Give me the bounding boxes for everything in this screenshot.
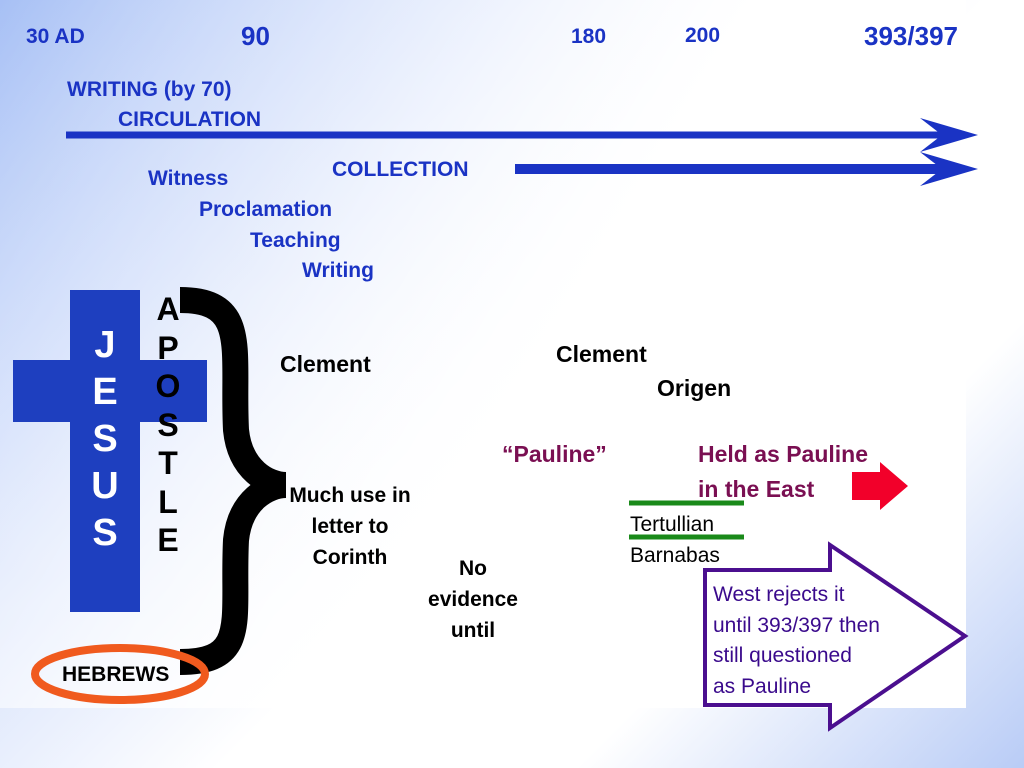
- jesus-letter: E: [92, 371, 118, 413]
- tertullian-label: Tertullian: [630, 513, 715, 536]
- year-180: 180: [571, 25, 607, 48]
- apostle-brace: [179, 287, 288, 675]
- barnabas-label: Barnabas: [630, 544, 720, 567]
- apostle-letter: T: [158, 445, 178, 481]
- apostle-letter: L: [158, 483, 178, 520]
- west-arrow: [703, 541, 969, 732]
- west-line: West rejects it: [713, 583, 845, 606]
- west-line: still questioned: [713, 644, 852, 667]
- no-evidence-note: No evidence until: [408, 553, 538, 646]
- much-use-line: Corinth: [312, 546, 388, 569]
- collection-label: COLLECTION: [332, 158, 469, 181]
- writing-label: WRITING (by 70): [67, 78, 232, 101]
- apostle-letter: A: [156, 291, 180, 327]
- clement-first: Clement: [280, 351, 371, 377]
- much-use-line: letter to: [311, 515, 389, 538]
- apostle-letter: O: [155, 368, 181, 404]
- origen-label: Origen: [657, 375, 732, 401]
- east-arrow: [852, 462, 908, 510]
- west-rejects-note: West rejects it until 393/397 then still…: [713, 580, 933, 702]
- west-line: as Pauline: [713, 674, 812, 698]
- jesus-letter: S: [92, 418, 118, 460]
- no-evidence-line: evidence: [428, 588, 518, 611]
- year-200: 200: [685, 24, 721, 47]
- proclamation-label: Proclamation: [199, 198, 333, 221]
- jesus-letter: U: [91, 465, 119, 507]
- writing-stage-label: Writing: [302, 259, 374, 282]
- apostle-letters: A P O S T L E: [150, 290, 186, 560]
- clement-second: Clement: [556, 341, 647, 367]
- no-evidence-line: No: [459, 557, 487, 580]
- in-the-east-line: in the East: [698, 476, 815, 502]
- year-90: 90: [241, 21, 270, 51]
- apostle-letter: S: [157, 406, 179, 443]
- witness-label: Witness: [148, 167, 229, 190]
- circulation-label: CIRCULATION: [118, 108, 262, 131]
- hebrews-ring: [31, 644, 209, 704]
- held-pauline-line: Held as Pauline: [698, 441, 869, 467]
- jesus-letters: J E S U S: [70, 322, 140, 557]
- jesus-cross: [13, 290, 207, 612]
- jesus-letter: J: [94, 324, 116, 366]
- no-evidence-line: until: [450, 619, 496, 642]
- collection-arrow: [515, 152, 978, 186]
- year-30-ad: 30 AD: [26, 25, 85, 48]
- circulation-arrow: [66, 118, 978, 152]
- teaching-label: Teaching: [250, 229, 341, 252]
- much-use-note: Much use in letter to Corinth: [270, 480, 430, 573]
- west-line: until 393/397 then: [713, 613, 880, 637]
- apostle-letter: P: [157, 329, 179, 366]
- pauline-label: “Pauline”: [502, 441, 607, 467]
- much-use-line: Much use in: [289, 484, 411, 507]
- jesus-letter: S: [92, 512, 118, 554]
- apostle-letter: E: [157, 522, 179, 558]
- year-393-397: 393/397: [864, 21, 958, 51]
- hebrews-label: HEBREWS: [62, 663, 170, 686]
